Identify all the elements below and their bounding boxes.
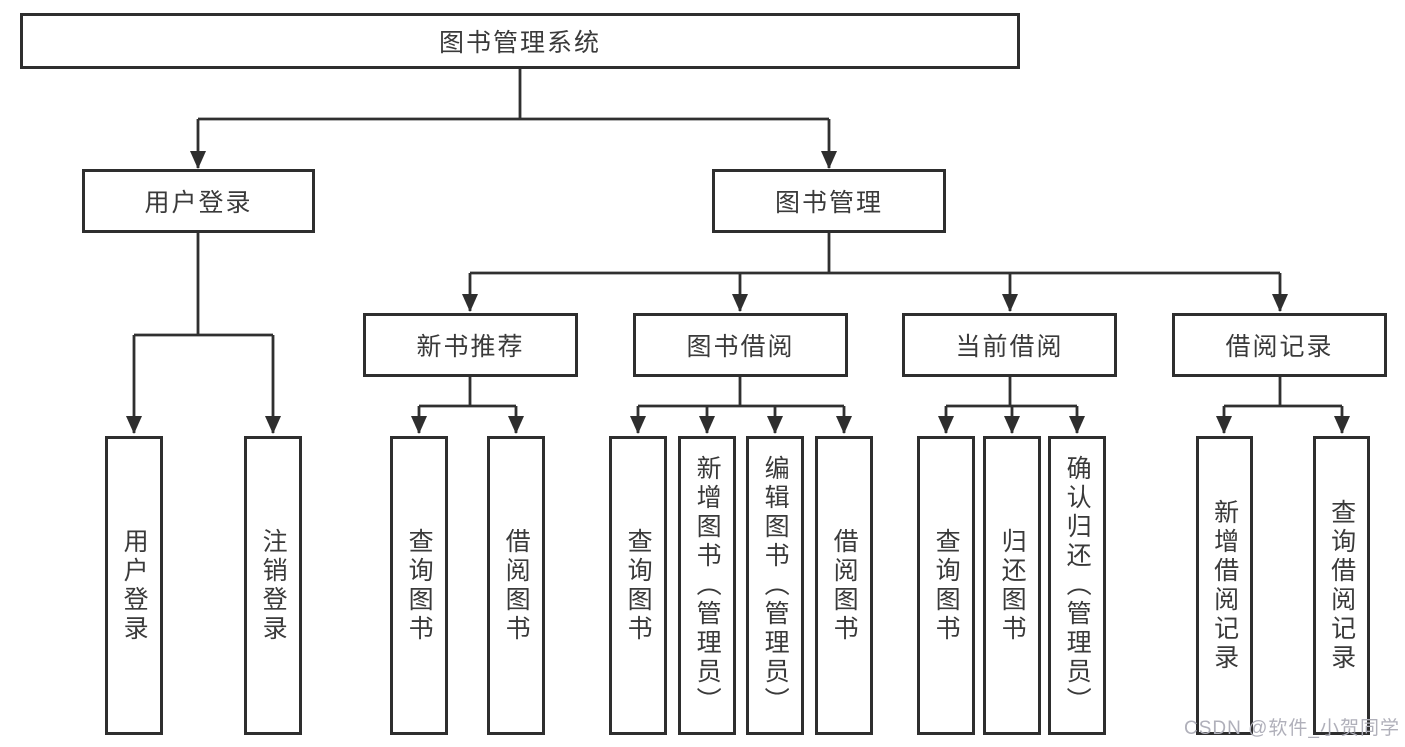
leaf-nbr-borrow-book-label: 借阅图书 bbox=[502, 527, 531, 644]
leaf-cb-confirm-return-admin-label: 确认归还（管理员） bbox=[1063, 455, 1092, 716]
leaf-cb-query-book-label: 查询图书 bbox=[932, 527, 961, 644]
leaf-bb-borrow-book: 借阅图书 bbox=[815, 436, 873, 735]
leaf-bb-query-book-label: 查询图书 bbox=[624, 527, 653, 644]
node-book-management: 图书管理 bbox=[712, 169, 946, 233]
leaf-cb-return-book: 归还图书 bbox=[983, 436, 1041, 735]
leaf-br-add-record-label: 新增借阅记录 bbox=[1210, 498, 1239, 673]
leaf-br-query-record-label: 查询借阅记录 bbox=[1327, 498, 1356, 673]
node-current-borrow: 当前借阅 bbox=[902, 313, 1117, 377]
leaf-nbr-query-book: 查询图书 bbox=[390, 436, 448, 735]
node-new-book-recommend: 新书推荐 bbox=[363, 313, 578, 377]
leaf-br-add-record: 新增借阅记录 bbox=[1196, 436, 1253, 735]
leaf-cb-return-book-label: 归还图书 bbox=[998, 527, 1027, 644]
leaf-logout: 注销登录 bbox=[244, 436, 302, 735]
leaf-bb-edit-book-admin: 编辑图书（管理员） bbox=[746, 436, 804, 735]
node-borrow-record: 借阅记录 bbox=[1172, 313, 1387, 377]
node-root: 图书管理系统 bbox=[20, 13, 1020, 69]
leaf-cb-query-book: 查询图书 bbox=[917, 436, 975, 735]
leaf-logout-label: 注销登录 bbox=[259, 527, 288, 644]
leaf-nbr-query-book-label: 查询图书 bbox=[405, 527, 434, 644]
leaf-br-query-record: 查询借阅记录 bbox=[1313, 436, 1370, 735]
leaf-cb-confirm-return-admin: 确认归还（管理员） bbox=[1048, 436, 1106, 735]
leaf-bb-add-book-admin: 新增图书（管理员） bbox=[678, 436, 736, 735]
leaf-user-login: 用户登录 bbox=[105, 436, 163, 735]
csdn-watermark: CSDN @软件_小贺同学 bbox=[1184, 718, 1400, 739]
node-book-borrow: 图书借阅 bbox=[633, 313, 848, 377]
node-user-login: 用户登录 bbox=[82, 169, 315, 233]
leaf-bb-add-book-admin-label: 新增图书（管理员） bbox=[693, 455, 722, 716]
leaf-nbr-borrow-book: 借阅图书 bbox=[487, 436, 545, 735]
leaf-bb-borrow-book-label: 借阅图书 bbox=[830, 527, 859, 644]
leaf-bb-edit-book-admin-label: 编辑图书（管理员） bbox=[761, 455, 790, 716]
leaf-bb-query-book: 查询图书 bbox=[609, 436, 667, 735]
leaf-user-login-label: 用户登录 bbox=[120, 527, 149, 644]
